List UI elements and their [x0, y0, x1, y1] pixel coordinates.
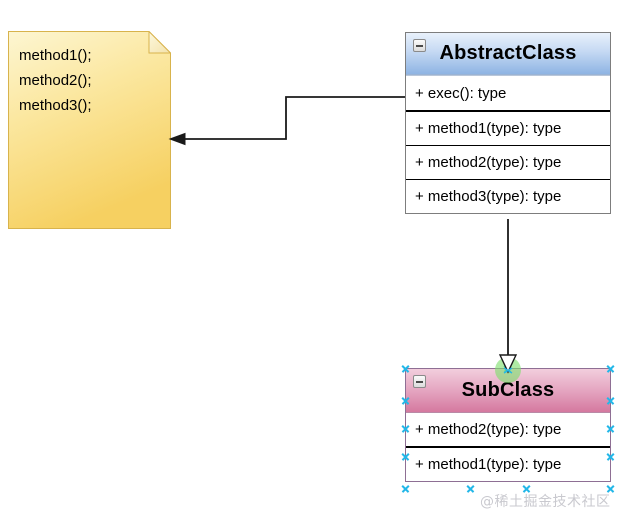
watermark: @稀土掘金技术社区 [480, 494, 611, 510]
methods-note[interactable]: method1(); method2(); method3(); [8, 31, 171, 229]
note-text: method1(); method2(); method3(); [19, 47, 92, 114]
generalization-connector[interactable] [495, 219, 521, 383]
operation-divider-1 [406, 446, 610, 448]
operation-row-method2[interactable]: + method2(type): type [406, 413, 610, 446]
operation-row-method2[interactable]: + method2(type): type [406, 146, 610, 179]
sub-class-box[interactable]: SubClass + method2(type): type + method1… [405, 368, 611, 482]
selection-handle-s[interactable] [466, 484, 475, 493]
operation-row-method1[interactable]: + method1(type): type [406, 112, 610, 145]
abstract-class-header[interactable]: AbstractClass [406, 33, 610, 75]
minus-icon[interactable] [413, 39, 426, 52]
minus-icon[interactable] [413, 375, 426, 388]
selection-handle-sw[interactable] [401, 484, 410, 493]
sub-class-header[interactable]: SubClass [406, 369, 610, 413]
operation-row-method1[interactable]: + method1(type): type [406, 448, 610, 481]
filled-arrow-head [168, 132, 186, 146]
note-anchor-connector[interactable] [168, 96, 405, 146]
operation-row-method3[interactable]: + method3(type): type [406, 180, 610, 213]
header-divider [406, 75, 610, 76]
operation-divider-2 [406, 179, 610, 180]
compartment-divider [406, 110, 610, 112]
abstract-class-box[interactable]: AbstractClass + exec(): type + method1(t… [405, 32, 611, 214]
operation-divider-1 [406, 145, 610, 146]
abstract-class-title: AbstractClass [439, 42, 577, 64]
operation-row-exec[interactable]: + exec(): type [406, 76, 610, 110]
sub-class-title: SubClass [461, 379, 555, 401]
